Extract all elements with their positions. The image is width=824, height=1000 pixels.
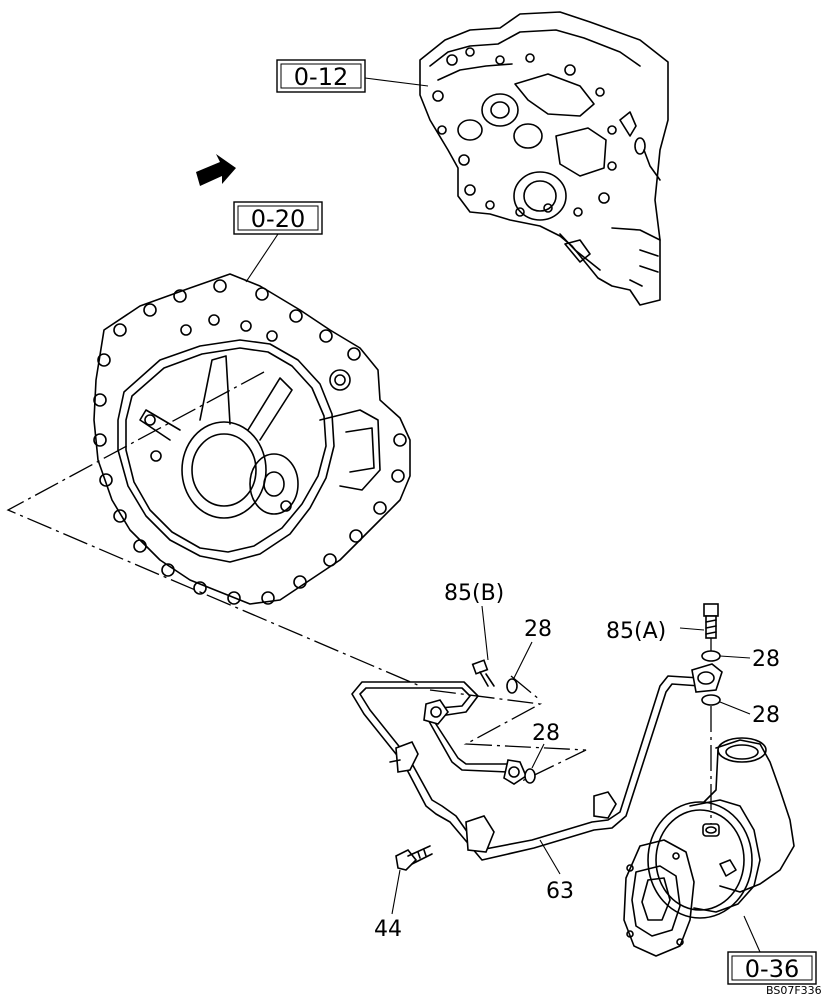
engine-block-drawing — [419, 11, 669, 306]
label-28-a: 28 — [524, 617, 552, 642]
drawing-code: BS07F336 — [766, 984, 822, 997]
alignment-line-housing — [6, 371, 421, 687]
washer-28b-icon — [701, 650, 721, 662]
washer-28a-icon — [506, 678, 518, 694]
leader-line-44 — [391, 869, 401, 915]
leader-line-63 — [539, 839, 561, 875]
leader-line-28a — [513, 641, 533, 679]
reference-box-0-12[interactable]: 0-12 — [276, 59, 366, 93]
oil-pipe-assembly-drawing — [351, 663, 723, 861]
label-28-b: 28 — [752, 647, 780, 672]
label-44: 44 — [374, 917, 402, 942]
turbocharger-drawing — [623, 737, 795, 957]
reference-box-0-20[interactable]: 0-20 — [233, 201, 323, 235]
reference-label-0-20: 0-20 — [251, 205, 305, 233]
washer-28d-icon — [524, 768, 536, 784]
washer-28c-icon — [701, 694, 721, 706]
label-28-c: 28 — [752, 703, 780, 728]
label-85a: 85(A) — [606, 619, 666, 644]
leader-line-28d — [531, 743, 545, 769]
alignment-line-washer — [510, 675, 541, 701]
bolt-44-icon — [395, 845, 433, 871]
leader-line-28c — [719, 701, 751, 715]
label-28-d: 28 — [532, 721, 560, 746]
label-85b: 85(B) — [444, 581, 504, 606]
leader-line-0-36 — [743, 915, 761, 953]
bolt-85b-icon — [471, 659, 495, 687]
leader-line-0-12 — [364, 77, 429, 87]
reference-label-0-36: 0-36 — [745, 955, 799, 983]
flywheel-housing-drawing — [93, 273, 411, 605]
leader-line-85a — [679, 627, 705, 631]
reference-label-0-12: 0-12 — [294, 63, 348, 91]
alignment-line-fittings — [429, 689, 587, 783]
bolt-85a-icon — [703, 603, 719, 639]
reference-box-0-36[interactable]: 0-36 — [727, 951, 817, 985]
label-63: 63 — [546, 879, 574, 904]
leader-line-28b — [719, 655, 751, 659]
leader-line-0-20 — [245, 233, 279, 283]
direction-arrow-icon — [196, 154, 236, 186]
leader-line-85b — [481, 605, 489, 661]
